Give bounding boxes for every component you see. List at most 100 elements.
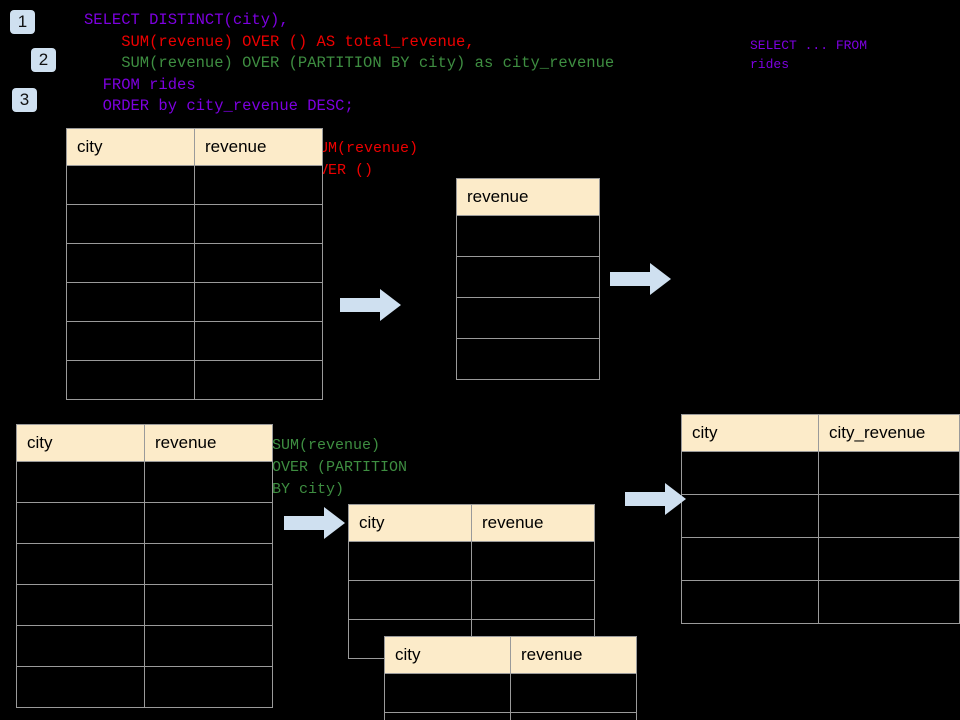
sql-line-total-revenue: SUM(revenue) OVER () AS total_revenue,: [84, 32, 475, 51]
sql-line-order-by: ORDER by city_revenue DESC;: [84, 97, 354, 115]
table-cell: [16, 461, 145, 503]
column-header-revenue: revenue: [144, 424, 273, 462]
table-cell: [16, 502, 145, 544]
table-cell: [194, 282, 323, 322]
table-cell: [144, 666, 273, 708]
sql-query-block: SELECT DISTINCT(city), SUM(revenue) OVER…: [84, 10, 614, 118]
table-cell: [510, 712, 637, 720]
arrow-partition-to-result-icon: [625, 483, 686, 515]
table-cell: [384, 673, 511, 713]
table-cell: [681, 494, 819, 538]
table-cell: [66, 321, 195, 361]
table-cell: [144, 584, 273, 626]
result-table: city city_revenue: [681, 414, 960, 624]
table-row: [66, 360, 323, 400]
column-header-city: city: [681, 414, 819, 452]
table-row: [66, 282, 323, 322]
column-header-city: city: [384, 636, 511, 674]
table-body: [456, 215, 600, 380]
table-row: [16, 625, 273, 667]
table-header-row: revenue: [456, 178, 600, 216]
arrow-source-to-partition-icon: [284, 507, 345, 539]
table-row: [66, 204, 323, 244]
table-cell: [16, 584, 145, 626]
column-header-city-revenue: city_revenue: [818, 414, 960, 452]
table-row: [384, 712, 637, 720]
annotation-total-revenue: SUM(revenue) OVER (): [310, 140, 419, 179]
column-header-revenue: revenue: [456, 178, 600, 216]
side-note-select-from: SELECT ... FROM rides: [750, 36, 867, 74]
table-cell: [194, 360, 323, 400]
table-header-row: city revenue: [66, 128, 323, 166]
sql-line-select: SELECT DISTINCT(city),: [84, 11, 289, 29]
table-cell: [471, 541, 595, 581]
table-cell: [194, 321, 323, 361]
column-header-revenue: revenue: [194, 128, 323, 166]
table-row: [456, 215, 600, 257]
table-row: [681, 494, 960, 538]
column-header-city: city: [348, 504, 472, 542]
partition-group-table-2: city revenue: [384, 636, 637, 720]
table-row: [456, 338, 600, 380]
table-header-row: city revenue: [348, 504, 595, 542]
table-row: [681, 537, 960, 581]
table-row: [16, 543, 273, 585]
table-cell: [16, 543, 145, 585]
table-row: [348, 580, 595, 620]
annotation-city-revenue: SUM(revenue) OVER (PARTITION BY city): [272, 437, 408, 498]
table-cell: [384, 712, 511, 720]
table-row: [16, 502, 273, 544]
table-cell: [194, 243, 323, 283]
table-header-row: city city_revenue: [681, 414, 960, 452]
source-table-rides-bottom: city revenue: [16, 424, 273, 708]
side-note-line-2: rides: [750, 57, 790, 72]
table-cell: [16, 666, 145, 708]
table-cell: [818, 537, 960, 581]
table-row: [66, 165, 323, 205]
table-cell: [144, 543, 273, 585]
arrow-total-revenue-to-result-icon: [610, 263, 671, 295]
table-row: [456, 297, 600, 339]
table-cell: [471, 580, 595, 620]
table-row: [66, 321, 323, 361]
table-body: [16, 461, 273, 708]
table-cell: [194, 165, 323, 205]
table-cell: [66, 243, 195, 283]
table-row: [16, 666, 273, 708]
source-table-rides-top: city revenue: [66, 128, 323, 400]
table-row: [348, 541, 595, 581]
table-cell: [16, 625, 145, 667]
column-header-revenue: revenue: [510, 636, 637, 674]
table-cell: [144, 625, 273, 667]
table-row: [16, 461, 273, 503]
table-cell: [348, 541, 472, 581]
table-body: [66, 165, 323, 400]
sql-line-from: FROM rides: [84, 75, 196, 94]
column-header-revenue: revenue: [471, 504, 595, 542]
table-cell: [66, 282, 195, 322]
table-row: [456, 256, 600, 298]
table-row: [384, 673, 637, 713]
table-cell: [456, 256, 600, 298]
column-header-city: city: [66, 128, 195, 166]
table-cell: [348, 580, 472, 620]
step-badge-1: 1: [10, 10, 35, 34]
table-cell: [456, 297, 600, 339]
table-cell: [818, 451, 960, 495]
sql-line-city-revenue: SUM(revenue) OVER (PARTITION BY city) as…: [84, 54, 615, 72]
table-cell: [456, 215, 600, 257]
table-cell: [144, 461, 273, 503]
table-cell: [66, 204, 195, 244]
table-header-row: city revenue: [16, 424, 273, 462]
table-header-row: city revenue: [384, 636, 637, 674]
column-header-city: city: [16, 424, 145, 462]
table-cell: [681, 537, 819, 581]
table-row: [16, 584, 273, 626]
table-row: [681, 580, 960, 624]
total-revenue-table: revenue: [456, 178, 600, 380]
table-cell: [681, 580, 819, 624]
table-cell: [456, 338, 600, 380]
table-row: [681, 451, 960, 495]
table-cell: [66, 360, 195, 400]
table-cell: [510, 673, 637, 713]
